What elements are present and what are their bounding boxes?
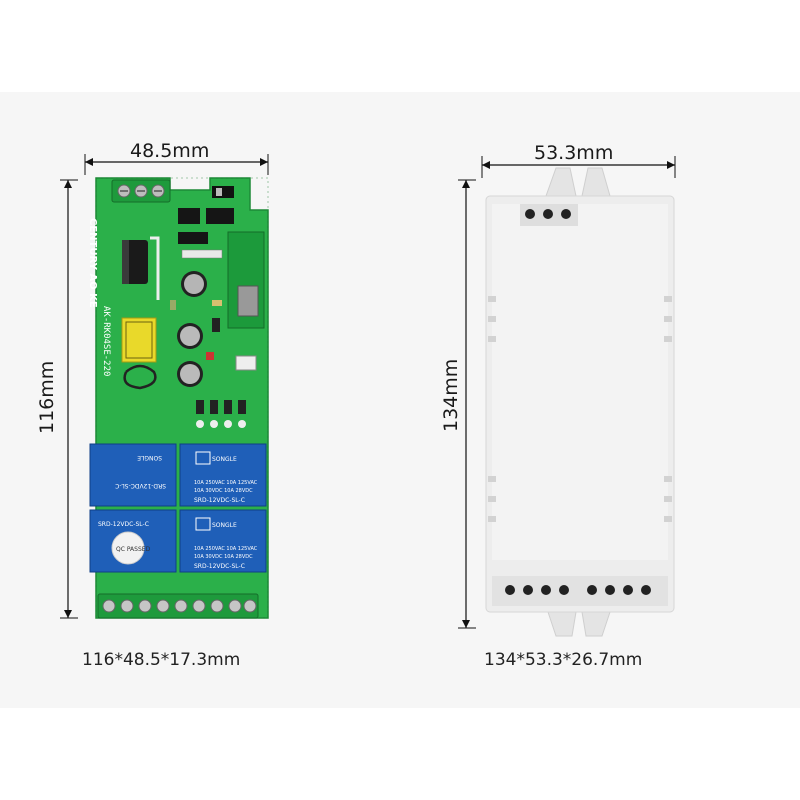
ic-chip xyxy=(178,208,200,224)
svg-text:10A 30VDC 10A 28VDC: 10A 30VDC 10A 28VDC xyxy=(194,488,253,494)
board-width-label: 48.5mm xyxy=(130,140,210,162)
bottom-terminal-screws xyxy=(492,576,668,606)
svg-text:SONGLE: SONGLE xyxy=(137,454,162,461)
relay: SONGLE 10A 250VAC 10A 125VAC 10A 30VDC 1… xyxy=(179,509,267,573)
svg-text:10A 250VAC 10A 125VAC: 10A 250VAC 10A 125VAC xyxy=(194,546,258,552)
enclosure-size-caption: 134*53.3*26.7mm xyxy=(484,650,643,670)
board-height-label: 116mm xyxy=(36,360,58,434)
svg-text:SRD-12VDC-SL-C: SRD-12VDC-SL-C xyxy=(115,482,166,489)
top-terminal-screws xyxy=(520,204,578,226)
svg-text:SRD-12VDC-SL-C: SRD-12VDC-SL-C xyxy=(98,521,149,528)
board-size-caption: 116*48.5*17.3mm xyxy=(82,650,241,670)
svg-text:10A 250VAC 10A 125VAC: 10A 250VAC 10A 125VAC xyxy=(194,480,258,486)
ic-chip xyxy=(178,232,208,244)
svg-text:SONGLE: SONGLE xyxy=(212,522,237,529)
svg-text:SRD-12VDC-SL-C: SRD-12VDC-SL-C xyxy=(194,497,245,504)
relay: SRD-12VDC-SL-C SONGLE xyxy=(89,443,177,507)
svg-text:10A 30VDC 10A 28VDC: 10A 30VDC 10A 28VDC xyxy=(194,554,253,560)
svg-text:QC PASSED: QC PASSED xyxy=(116,546,151,553)
pcb-board: AK-RK04SE-220 CENTURY AO KE SRD-12VDC-SL… xyxy=(60,154,269,619)
model-text: AK-RK04SE-220 xyxy=(101,306,111,376)
svg-text:SRD-12VDC-SL-C: SRD-12VDC-SL-C xyxy=(194,563,245,570)
relay: QC PASSED SRD-12VDC-SL-C xyxy=(89,509,177,573)
qc-sticker xyxy=(111,531,145,565)
brand-text: CENTURY AO KE xyxy=(87,218,98,308)
transformer xyxy=(121,317,157,363)
ic-chip xyxy=(206,208,234,224)
relay: SONGLE 10A 250VAC 10A 125VAC 10A 30VDC 1… xyxy=(179,443,267,507)
svg-text:SONGLE: SONGLE xyxy=(212,456,237,463)
transistor-row xyxy=(196,400,246,428)
plastic-enclosure xyxy=(458,156,676,637)
enclosure-width-label: 53.3mm xyxy=(534,142,614,164)
enclosure-height-label: 134mm xyxy=(440,358,462,432)
